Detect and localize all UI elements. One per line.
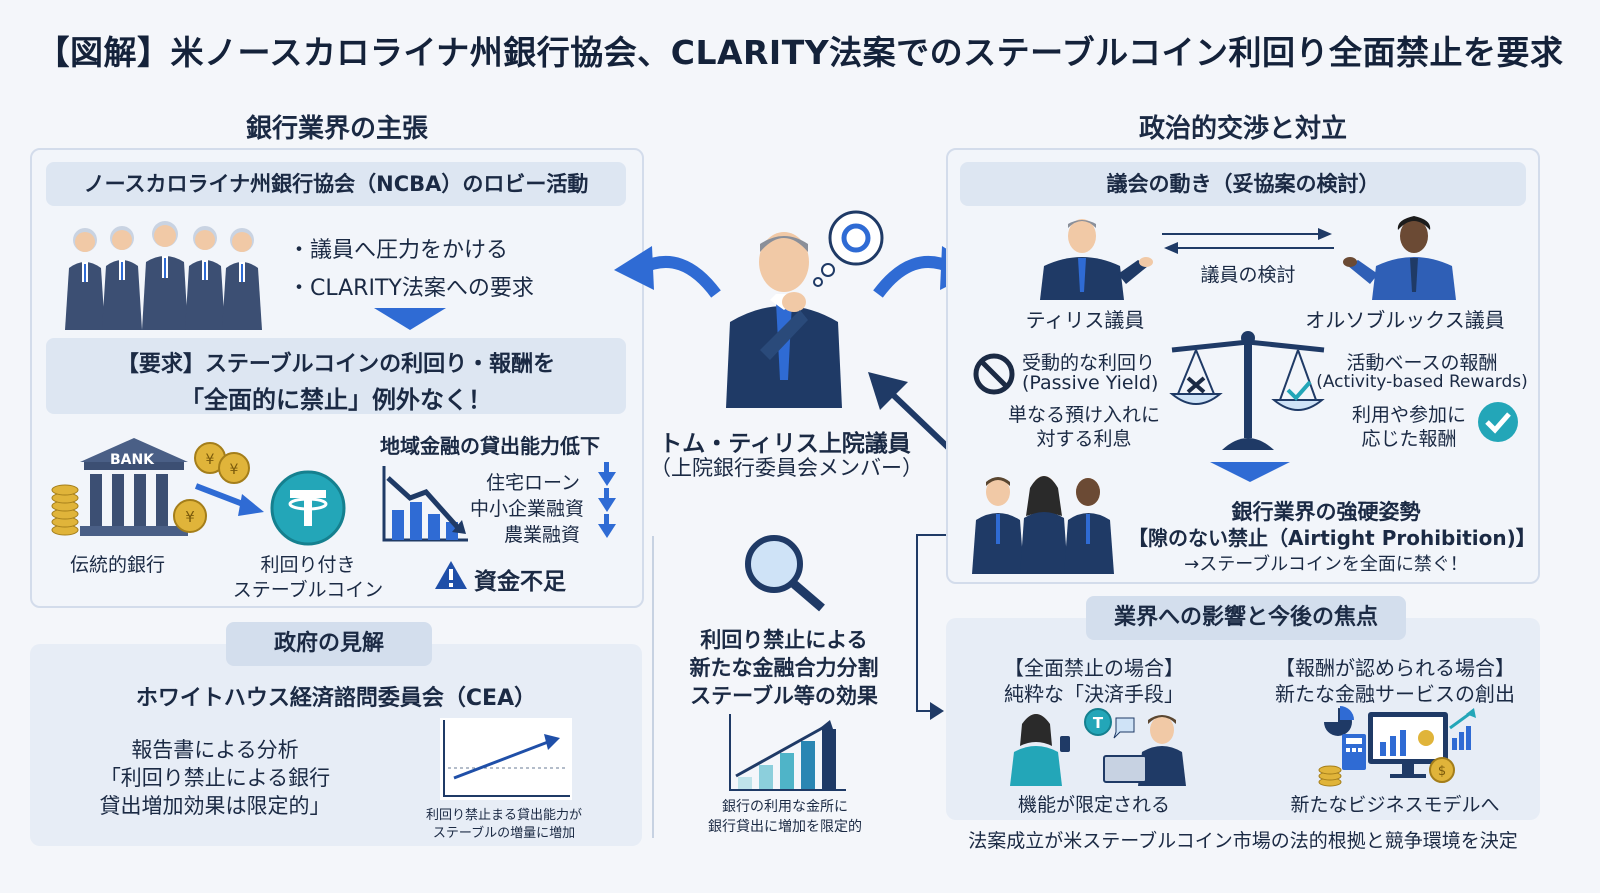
analysis-line-1: 利回り禁止による xyxy=(700,628,868,652)
center-bar-chart xyxy=(729,714,846,791)
demand-line-1: 【要求】ステーブルコインの利回り・報酬を xyxy=(116,352,556,377)
demand-line-2: 「全面的に禁止」例外なく！ xyxy=(180,386,492,414)
center-chart-caption-2: 銀行貸出に増加を限定的 xyxy=(708,819,862,835)
magnifier-icon xyxy=(745,535,825,612)
cea-chart-caption-2: ステーブルの増量に増加 xyxy=(432,826,576,841)
review-label: 議員の検討 xyxy=(1200,264,1296,286)
center-bar xyxy=(759,765,773,789)
connector-line xyxy=(916,534,918,712)
center-bar xyxy=(801,741,815,789)
demand-box: 【要求】ステーブルコインの利回り・報酬を 「全面的に禁止」例外なく！ xyxy=(46,338,626,414)
bullet-pressure: ・議員へ圧力をかける xyxy=(288,238,509,263)
svg-text:$: $ xyxy=(1438,764,1446,779)
senator-role: （上院銀行委員会メンバー） xyxy=(650,456,923,480)
activity-line-4: 応じた報酬 xyxy=(1361,428,1457,450)
hardline-line-2: 【隙のない禁止（Airtight Prohibition)】 xyxy=(1128,526,1536,550)
alsobrooks-label: オルソブルックス議員 xyxy=(1305,308,1505,332)
passive-line-3: 単なる預け入れに xyxy=(1007,404,1160,426)
svg-text:¥: ¥ xyxy=(185,508,195,526)
bankers-trio-icon xyxy=(972,476,1114,574)
trend-arrow-icon xyxy=(820,720,834,732)
cea-line-chart-icon xyxy=(440,718,572,800)
bank-building-icon: ¥ xyxy=(51,438,207,536)
gov-view-pill: 政府の見解 xyxy=(226,622,432,666)
svg-text:T: T xyxy=(1093,714,1104,732)
senator-name: トム・ティリス上院議員 xyxy=(659,431,911,457)
prohibited-icon xyxy=(973,353,1015,395)
activity-line-2: (Activity-based Rewards) xyxy=(1316,372,1528,392)
lending-title: 地域金融の貸出能力低下 xyxy=(380,434,600,458)
yen-coins-icon: ¥ ¥ xyxy=(194,442,250,484)
center-bar xyxy=(738,777,752,789)
stablecoin-label-1: 利回り付き xyxy=(260,554,356,576)
conclusion-text: 法案成立が米ステーブルコイン市場の法的根拠と競争環境を決定 xyxy=(968,830,1518,852)
stablecoin-label-2: ステーブルコイン xyxy=(232,579,384,601)
allowed-line-1: 【報酬が認められる場合】 xyxy=(1275,656,1515,680)
down-arrow-icon xyxy=(598,524,616,538)
passive-line-2: (Passive Yield) xyxy=(1022,372,1159,394)
page-title: 【図解】米ノースカロライナ州銀行協会、CLARITY法案でのステーブルコイン利回… xyxy=(36,33,1564,72)
full-ban-line-1: 【全面禁止の場合】 xyxy=(1004,656,1184,680)
bullet-clarity: ・CLARITY法案への要求 xyxy=(288,276,534,301)
down-arrow-icon xyxy=(374,308,446,330)
down-arrow-icon xyxy=(1210,462,1290,482)
bankers-group-icon xyxy=(65,221,262,330)
balance-scale-icon xyxy=(1169,331,1325,450)
full-ban-line-2: 純粋な「決済手段」 xyxy=(1004,682,1184,706)
curved-arrow-left-icon xyxy=(614,246,721,298)
check-icon xyxy=(1478,402,1518,442)
report-line-3: 貸出増加効果は限定的」 xyxy=(99,794,331,818)
payment-scene-icon: T xyxy=(1010,708,1186,786)
analysis-line-3: ステーブル等の効果 xyxy=(690,684,878,708)
tillis-figure-icon xyxy=(1040,219,1153,300)
down-arrow-icon xyxy=(598,498,616,512)
down-arrow-icon xyxy=(598,472,616,486)
connector-line xyxy=(916,710,932,712)
senator-icon xyxy=(726,210,884,408)
passive-line-1: 受動的な利回り xyxy=(1022,352,1156,374)
activity-line-3: 利用や参加に xyxy=(1351,404,1466,426)
connector-arrow-icon xyxy=(930,702,944,720)
svg-text:¥: ¥ xyxy=(206,452,215,468)
bank-to-stable-arrow-icon xyxy=(194,483,264,516)
full-ban-caption: 機能が限定される xyxy=(1017,794,1170,816)
report-line-2: 「利回り禁止による銀行 xyxy=(99,766,331,790)
allowed-line-2: 新たな金融サービスの創出 xyxy=(1275,682,1515,706)
left-section-heading: 銀行業界の主張 xyxy=(245,114,428,144)
svg-text:¥: ¥ xyxy=(230,462,239,478)
exchange-arrows-icon xyxy=(1162,228,1334,254)
declining-chart-icon xyxy=(382,466,468,542)
connector-line xyxy=(916,534,946,536)
lending-item-housing: 住宅ローン xyxy=(485,472,580,494)
business-scene-icon: $ xyxy=(1318,706,1476,787)
center-divider xyxy=(652,536,654,838)
allowed-caption: 新たなビジネスモデルへ xyxy=(1290,794,1500,816)
right-section-heading: 政治的交渉と対立 xyxy=(1138,114,1347,144)
passive-line-4: 対する利息 xyxy=(1036,428,1132,450)
cea-title: ホワイトハウス経済諮問委員会（CEA） xyxy=(135,686,537,711)
shortage-label: 資金不足 xyxy=(474,569,566,595)
traditional-bank-label: 伝統的銀行 xyxy=(70,554,166,576)
tillis-label: ティリス議員 xyxy=(1025,308,1145,332)
congress-pill: 議会の動き（妥協案の検討） xyxy=(960,162,1526,206)
hardline-line-1: 銀行業界の強硬姿勢 xyxy=(1231,500,1421,524)
trend-line xyxy=(735,724,827,778)
warning-icon xyxy=(435,561,467,589)
activity-line-1: 活動ベースの報酬 xyxy=(1346,352,1498,374)
stablecoin-icon xyxy=(270,470,346,546)
center-chart-caption-1: 銀行の利用な金所に xyxy=(722,799,848,815)
ncba-pill: ノースカロライナ州銀行協会（NCBA）のロビー活動 xyxy=(46,162,626,206)
alsobrooks-figure-icon xyxy=(1343,216,1456,300)
cea-chart-caption-1: 利回り禁止まる貸出能力が xyxy=(425,808,582,823)
impact-pill: 業界への影響と今後の焦点 xyxy=(1086,596,1406,640)
lending-item-sme: 中小企業融資 xyxy=(470,498,585,520)
center-bar xyxy=(822,729,836,789)
lending-item-agri: 農業融資 xyxy=(503,524,580,546)
bank-sign: BANK xyxy=(109,452,155,468)
report-line-1: 報告書による分析 xyxy=(131,738,299,762)
hardline-line-3: →ステーブルコインを全面に禁ぐ！ xyxy=(1184,554,1468,575)
analysis-line-2: 新たな金融合力分割 xyxy=(689,656,879,680)
center-bar xyxy=(780,753,794,789)
